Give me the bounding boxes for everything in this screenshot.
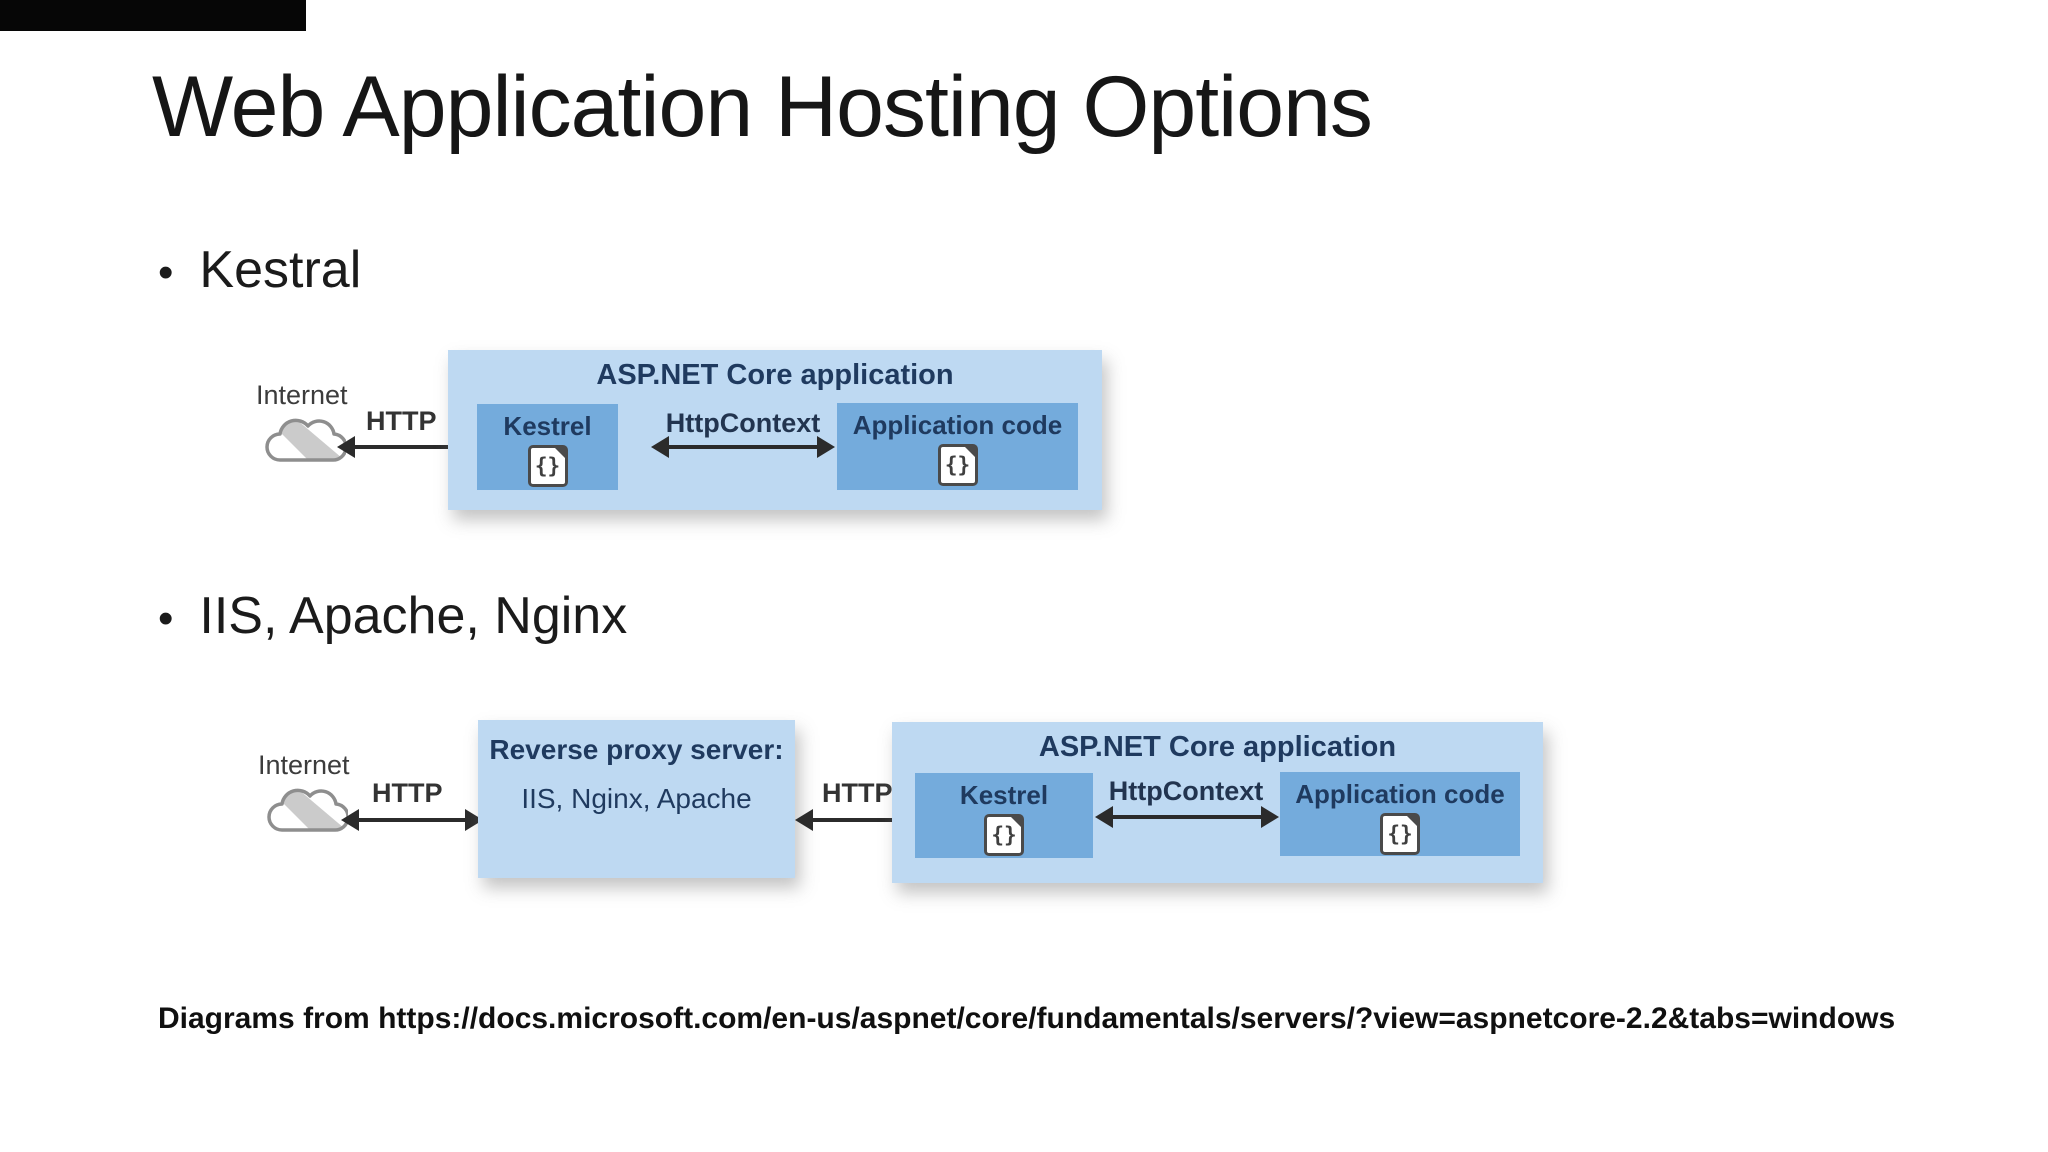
httpcontext-arrow-2 — [1112, 815, 1262, 819]
internet-cloud-icon-2 — [267, 788, 348, 832]
reverse-proxy-title: Reverse proxy server: — [489, 734, 784, 765]
http-label-2: HTTP — [372, 778, 443, 808]
http-label-1: HTTP — [366, 406, 437, 436]
code-file-icon: {} — [1380, 813, 1420, 855]
application-code-label-1: Application code — [852, 410, 1063, 440]
reverse-proxy-box: Reverse proxy server: IIS, Nginx, Apache — [478, 720, 795, 878]
code-glyph: {} — [534, 454, 561, 478]
http-arrow-3 — [812, 818, 902, 822]
http-arrow-1 — [354, 445, 464, 449]
internet-label-1: Internet — [256, 380, 348, 410]
aspnet-core-app-title-1: ASP.NET Core application — [596, 359, 954, 391]
internet-cloud-icon-1 — [265, 418, 346, 462]
code-file-icon: {} — [527, 445, 568, 487]
http-label-3: HTTP — [822, 778, 893, 808]
httpcontext-arrow-1 — [668, 445, 818, 449]
httpcontext-label-2: HttpContext — [1108, 776, 1264, 806]
code-glyph: {} — [1387, 822, 1413, 846]
bullet-item-iis-apache-nginx: • IIS, Apache, Nginx — [158, 586, 627, 646]
aspnet-core-app-title-2: ASP.NET Core application — [1038, 731, 1397, 763]
bullet-text: IIS, Apache, Nginx — [199, 587, 628, 645]
httpcontext-label-1: HttpContext — [665, 408, 821, 438]
bullet-marker: • — [158, 248, 174, 297]
bullet-marker: • — [158, 594, 174, 643]
code-glyph: {} — [944, 453, 971, 477]
slide-title: Web Application Hosting Options — [152, 59, 1373, 155]
kestrel-box-1: Kestrel {} — [477, 404, 618, 490]
code-file-icon: {} — [984, 814, 1024, 856]
top-left-black-bar — [0, 0, 306, 31]
application-code-box-2: Application code {} — [1280, 772, 1520, 856]
reverse-proxy-servers: IIS, Nginx, Apache — [521, 783, 752, 814]
application-code-label-2: Application code — [1295, 779, 1505, 809]
aspnet-core-app-box-2: ASP.NET Core application Kestrel {} Appl… — [892, 722, 1543, 883]
source-citation: Diagrams from https://docs.microsoft.com… — [158, 1002, 1896, 1035]
bullet-text: Kestral — [199, 241, 362, 299]
bullet-item-kestral: • Kestral — [158, 240, 361, 300]
code-glyph: {} — [991, 823, 1017, 847]
kestrel-box-2: Kestrel {} — [915, 773, 1093, 858]
kestrel-label-1: Kestrel — [503, 411, 592, 441]
code-file-icon: {} — [937, 444, 978, 486]
aspnet-core-app-box-1: ASP.NET Core application Kestrel {} Appl… — [448, 350, 1102, 510]
http-arrow-2 — [358, 818, 466, 822]
application-code-box-1: Application code {} — [837, 403, 1078, 490]
kestrel-label-2: Kestrel — [959, 780, 1049, 810]
internet-label-2: Internet — [258, 750, 350, 780]
